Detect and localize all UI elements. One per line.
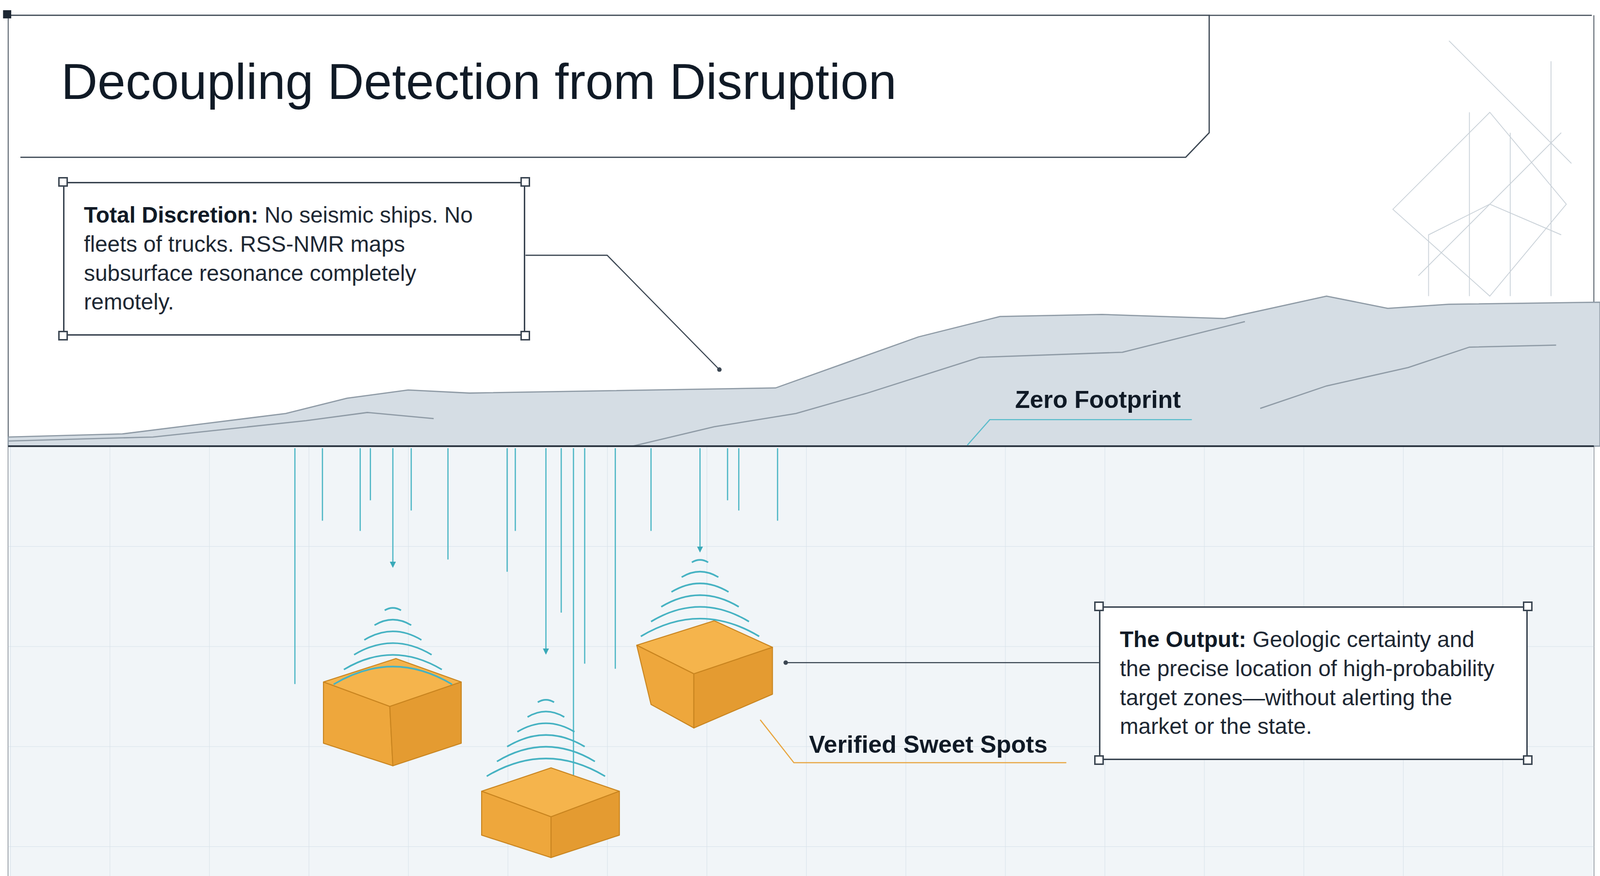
ray [514, 448, 517, 531]
callout-text: The Output: Geologic certainty and the p… [1119, 625, 1507, 742]
subsurface [8, 446, 1595, 876]
title-frame [8, 15, 1210, 158]
wave-arc [517, 723, 575, 732]
title: Decoupling Detection from Disruption [61, 52, 897, 111]
corner-mark [2, 10, 12, 19]
corner-handle [520, 177, 531, 187]
leader-lines [525, 255, 1193, 763]
wave-arc [374, 619, 412, 625]
wave-arc [354, 643, 432, 655]
wave-arc [507, 734, 585, 747]
sweet-spot-label: Verified Sweet Spots [808, 730, 1048, 759]
wave-arc [364, 631, 422, 641]
callout-box: The Output: Geologic certainty and the p… [1098, 606, 1528, 760]
callout-heading: Total Discretion: [83, 202, 259, 228]
ray [506, 448, 508, 572]
ray [583, 448, 586, 664]
wave-arc [681, 571, 719, 578]
ray [776, 448, 779, 521]
wave-arc [527, 711, 565, 717]
ray [572, 448, 575, 776]
ray [294, 448, 296, 684]
ray [738, 448, 740, 511]
callout-heading: The Output: [1119, 626, 1247, 652]
ray [392, 448, 394, 567]
ray [727, 448, 729, 501]
ray [614, 448, 616, 669]
callout-box: Total Discretion: No seismic ships. No f… [63, 181, 526, 336]
top-rule [1209, 15, 1592, 17]
wave-arc [661, 595, 739, 607]
ray [699, 448, 701, 552]
corner-handle [58, 177, 68, 187]
footprint-label: Zero Footprint [1015, 385, 1181, 414]
wave-arc [384, 607, 402, 611]
corner-handle [1522, 601, 1533, 612]
terrain-strata [8, 321, 1557, 447]
ray [447, 448, 449, 560]
ray [545, 448, 547, 654]
ray [322, 448, 324, 521]
ray [369, 448, 372, 501]
wave-arc [333, 666, 453, 685]
corner-handle [58, 330, 68, 341]
surface-line [8, 445, 1595, 447]
corner-handle [1094, 755, 1104, 765]
callout-text: Total Discretion: No seismic ships. No f… [83, 200, 505, 317]
wave-arc [671, 583, 729, 593]
wave-arc [537, 699, 555, 703]
ray [410, 448, 413, 511]
ray [650, 448, 652, 531]
corner-handle [520, 330, 531, 341]
wave-arc [640, 618, 760, 637]
wave-arc [486, 758, 606, 777]
resonance-waves [333, 559, 760, 776]
ray [359, 448, 361, 531]
ray [560, 448, 563, 613]
left-rule [8, 15, 1595, 876]
sweet-spot-cubes [323, 620, 773, 858]
subsurface-grid [8, 446, 1595, 876]
corner-handle [1094, 601, 1104, 612]
rays [294, 448, 778, 776]
wave-arc [691, 559, 709, 563]
corner-handle [1522, 755, 1533, 765]
